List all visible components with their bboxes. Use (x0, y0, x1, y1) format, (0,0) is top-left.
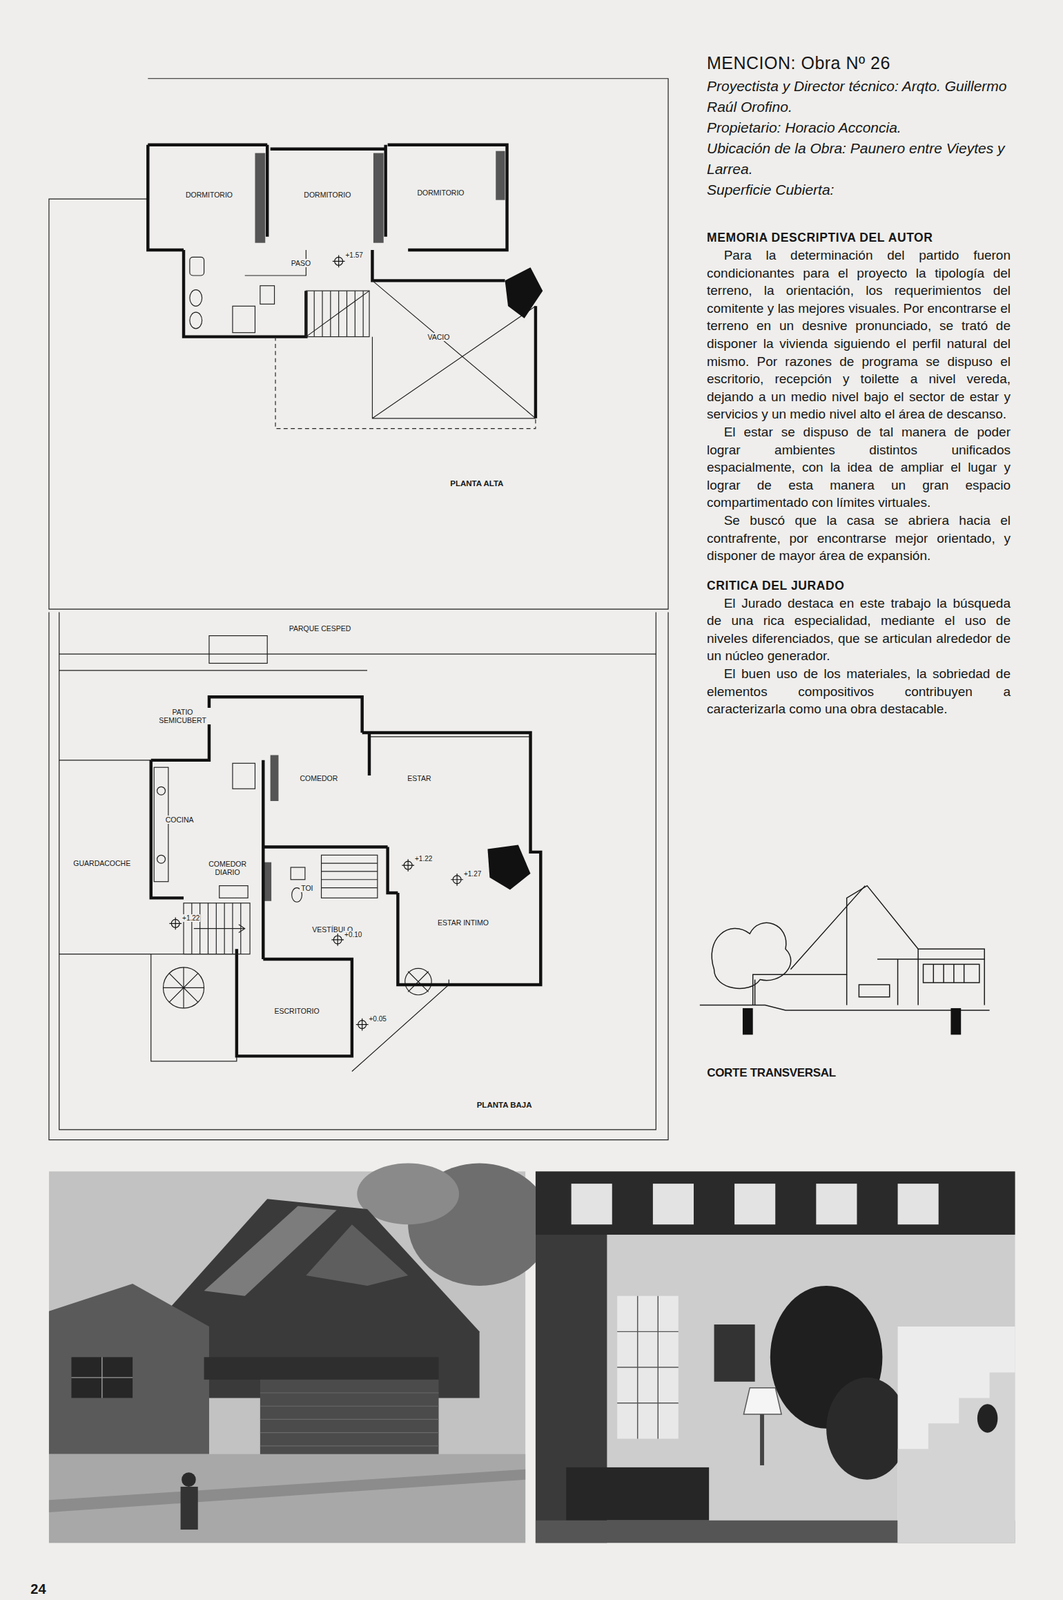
room-label: DORMITORIO (184, 190, 234, 199)
drawing-caption: CORTE TRANSVERSAL (706, 1065, 836, 1080)
room: ESTAR (387, 768, 452, 788)
plan-title: PLANTA ALTA (448, 479, 505, 488)
room-label: DORMITORIO (415, 188, 466, 197)
plan-frame: PLANTA BAJA PATIO SEMICUBERT COMEDOR ESTAR C… (49, 612, 669, 1140)
room: COMEDOR DIARIO (200, 854, 255, 881)
page-title: MENCION: Obra Nº 26 (706, 53, 1011, 74)
level-mark: +1.27 (463, 869, 482, 878)
room: COMEDOR (285, 768, 353, 788)
credit-line: Ubicación de la Obra: Paunero entre Viey… (706, 138, 1011, 180)
level-mark: +1.57 (345, 251, 364, 259)
room: TOI (294, 879, 319, 896)
area-label: PARQUE CESPED (287, 623, 353, 633)
paragraph: Para la determinación del partido fueron… (706, 246, 1011, 424)
room-label: VACIO (426, 332, 452, 341)
level-mark: +1.22 (414, 854, 433, 863)
level-mark: +1.22 (181, 913, 201, 922)
level-mark: +0.10 (343, 930, 363, 939)
room: ESCRITORIO (258, 1002, 335, 1020)
room-label: DORMITORIO (302, 190, 353, 199)
room: DORMITORIO (389, 181, 493, 205)
room: COCINA (155, 811, 205, 828)
paragraph: El Jurado destaca en este trabajo la bús… (706, 594, 1011, 665)
paragraph: El buen uso de los materiales, la sobrie… (706, 664, 1011, 718)
room-label: ESTAR INTIMO (436, 918, 491, 927)
plan-title: PLANTA BAJA (475, 1100, 534, 1109)
paragraph: Se buscó que la casa se abriera hacia el… (706, 511, 1011, 565)
section-heading: MEMORIA DESCRIPTIVA DEL AUTOR (706, 230, 1011, 246)
room: ESTAR INTIMO (434, 907, 493, 936)
room-label: ESTAR (405, 773, 433, 783)
credit-line: Proyectista y Director técnico: Arqto. G… (706, 75, 1011, 118)
page-number: 24 (30, 1580, 46, 1597)
room: DORMITORIO (272, 183, 384, 207)
room: DORMITORIO (153, 183, 266, 207)
room-label: GUARDACOCHE (71, 858, 132, 867)
section-heading: CRITICA DEL JURADO (706, 578, 1011, 593)
credit-line: Superficie Cubierta: (706, 179, 1011, 201)
paragraph: El estar se dispuso de tal manera de pod… (706, 423, 1011, 512)
room: GUARDACOCHE (61, 854, 143, 872)
room-label: TOI (299, 883, 315, 892)
text-column: MENCION: Obra Nº 26Proyectista y Directo… (706, 53, 1011, 718)
room-label: COMEDOR DIARIO (200, 859, 255, 876)
room-label: PATIO SEMICUBERT (151, 707, 214, 725)
room-label: ESCRITORIO (272, 1006, 321, 1015)
credit-line: Propietario: Horacio Acconcia. (706, 117, 1011, 139)
room: VACIO (407, 328, 470, 346)
room-label: COCINA (164, 815, 196, 824)
room-label: PASO (289, 258, 312, 268)
level-mark: +0.05 (368, 1014, 388, 1023)
room: PASO (280, 254, 321, 272)
room: PATIO SEMICUBERT (151, 701, 214, 731)
plan-frame: PLANTA ALTA DORMITORIO DORMITORIO DORMITORI… (49, 76, 669, 609)
room-label: COMEDOR (298, 773, 339, 783)
